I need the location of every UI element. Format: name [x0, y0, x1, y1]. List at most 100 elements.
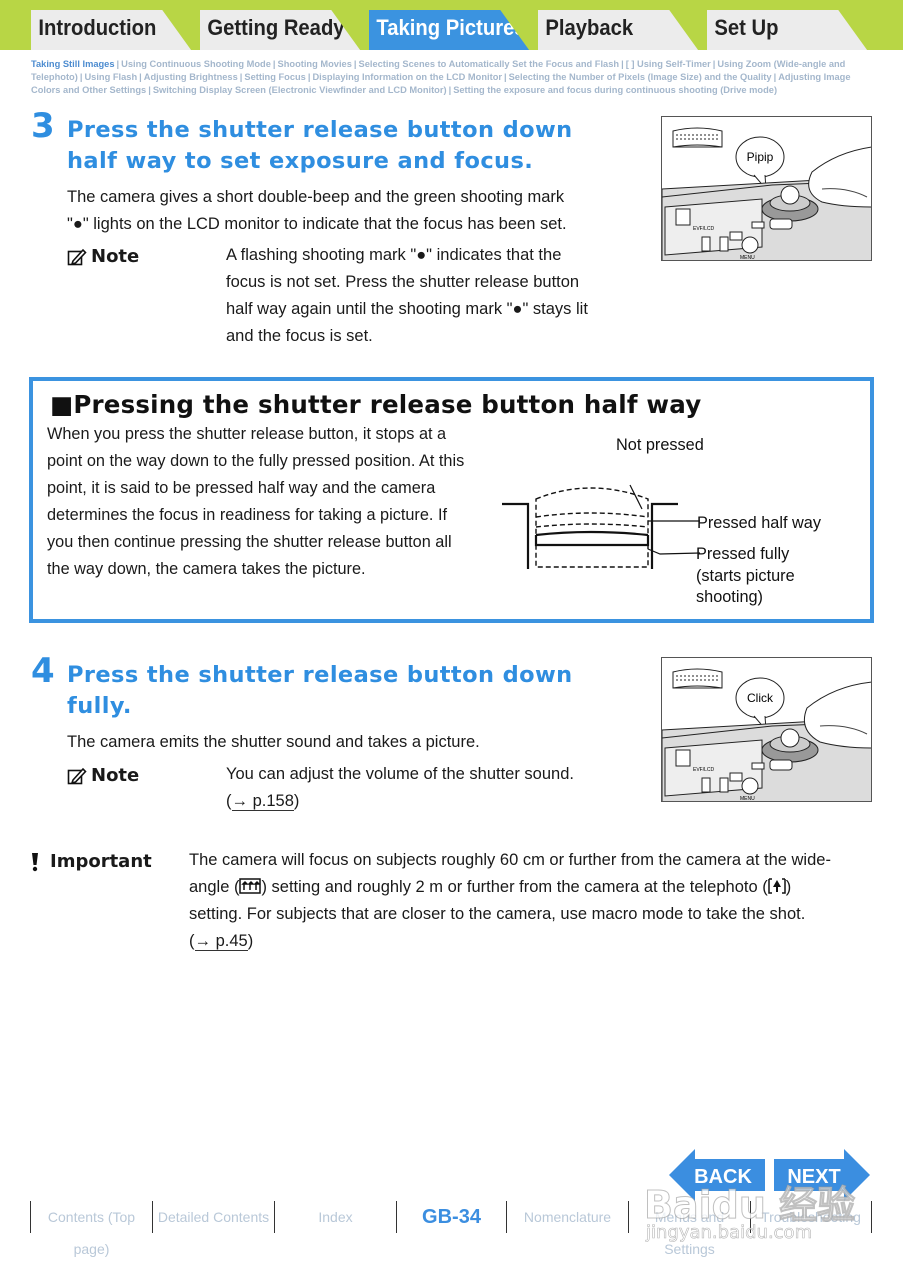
footer-link-contents[interactable]: Contents (Top page): [30, 1201, 152, 1257]
step-description: The camera gives a short double-beep and…: [67, 184, 567, 238]
paren: (: [189, 932, 195, 950]
footer-link-troubleshooting[interactable]: Troubleshooting: [750, 1201, 872, 1233]
breadcrumb: Taking Still Images|Using Continuous Sho…: [31, 59, 851, 95]
note-text: A flashing shooting mark "●" indicates t…: [226, 242, 588, 350]
step-title-line: half way to set exposure and focus.: [67, 148, 534, 174]
text-line: (→ p.45): [189, 928, 831, 955]
page-link-45[interactable]: → p.45: [194, 932, 248, 951]
evf-lcd-label: EVF/LCD: [693, 767, 715, 773]
page-number: GB-34: [396, 1201, 506, 1233]
text-line: half way again until the shooting mark "…: [226, 300, 588, 318]
breadcrumb-link[interactable]: Using Flash: [84, 72, 138, 82]
camera-half-press-drawing: Pipip EVF/LCD MENU: [662, 127, 871, 261]
step-number: 3: [31, 106, 55, 146]
breadcrumb-link[interactable]: Selecting the Number of Pixels (Image Si…: [508, 72, 772, 82]
breadcrumb-link[interactable]: Using Continuous Shooting Mode: [121, 59, 271, 69]
sound-bubble-text: Pipip: [747, 150, 774, 164]
breadcrumb-link[interactable]: Adjusting Brightness: [143, 72, 238, 82]
text-line: shooting): [696, 588, 763, 606]
tab-taking-pictures[interactable]: Taking Pictures: [369, 10, 530, 50]
breadcrumb-link[interactable]: Selecting Scenes to Automatically Set th…: [358, 59, 620, 69]
tab-playback[interactable]: Playback: [538, 10, 699, 50]
text-line: When you press the shutter release butto…: [47, 425, 447, 443]
info-box-title: ■Pressing the shutter release button hal…: [50, 390, 702, 419]
breadcrumb-link[interactable]: Adjusting Image Colors and Other Setting…: [31, 72, 851, 95]
note-label: Note: [67, 765, 139, 786]
footer-link-index[interactable]: Index: [274, 1201, 396, 1233]
text-line: (→ p.158): [226, 788, 574, 815]
step-title-line: fully.: [67, 693, 132, 719]
important-label: Important: [30, 851, 152, 872]
footer-link-nomenclature[interactable]: Nomenclature: [506, 1201, 628, 1233]
page-link-158[interactable]: → p.158: [231, 792, 294, 811]
note-label: Note: [67, 246, 139, 267]
label-pressed-fully: Pressed fully (starts picture shooting): [696, 544, 795, 609]
step-title-line: Press the shutter release button down: [67, 117, 573, 143]
camera-illustration: Pipip EVF/LCD MENU: [661, 116, 872, 261]
breadcrumb-link[interactable]: Using Zoom (Wide-angle and Telephoto): [31, 59, 846, 82]
breadcrumb-link[interactable]: Shooting Movies: [277, 59, 352, 69]
breadcrumb-link[interactable]: Taking Still Images: [31, 59, 115, 69]
paren: ): [247, 932, 254, 950]
text-line: and the focus is set.: [226, 327, 373, 345]
step-title: Press the shutter release button down fu…: [67, 660, 573, 722]
footer-nav: Contents (Top page) Detailed Contents In…: [30, 1201, 873, 1257]
back-button[interactable]: BACK: [667, 1147, 767, 1203]
footer-link-detailed-contents[interactable]: Detailed Contents: [152, 1201, 274, 1233]
info-box-text: When you press the shutter release butto…: [47, 421, 497, 583]
exclamation-icon: [32, 852, 38, 871]
important-label-text: Important: [50, 851, 152, 872]
text-line: "●" lights on the LCD monitor to indicat…: [67, 215, 567, 233]
text-line: you then continue pressing the shutter r…: [47, 533, 452, 551]
text-line: the way down, the camera takes the pictu…: [47, 560, 366, 578]
note-pencil-icon: [67, 767, 87, 784]
breadcrumb-link[interactable]: [ ] Using Self-Timer: [625, 59, 711, 69]
step-description: The camera emits the shutter sound and t…: [67, 733, 480, 751]
breadcrumb-link[interactable]: Setting Focus: [244, 72, 306, 82]
telephoto-icon: [767, 878, 786, 894]
text-line: point on the way down to the fully press…: [47, 452, 465, 470]
note-label-text: Note: [91, 246, 140, 267]
wide-angle-icon: [239, 878, 262, 894]
tab-introduction[interactable]: Introduction: [31, 10, 192, 50]
text-line: point, it is said to be pressed half way…: [47, 479, 436, 497]
step-number: 4: [31, 651, 55, 691]
sound-bubble-text: Click: [747, 691, 774, 705]
menu-label: MENU: [740, 796, 755, 802]
text-line: Pressed fully: [696, 545, 790, 563]
tab-set-up[interactable]: Set Up: [707, 10, 868, 50]
text-span: angle (: [189, 878, 240, 896]
paren: (: [226, 792, 232, 810]
text-line: setting. For subjects that are closer to…: [189, 905, 806, 923]
breadcrumb-link[interactable]: Displaying Information on the LCD Monito…: [312, 72, 502, 82]
menu-label: MENU: [740, 255, 755, 261]
text-line: (starts picture: [696, 566, 795, 585]
label-not-pressed: Not pressed: [616, 436, 704, 454]
text-line: The camera gives a short double-beep and…: [67, 188, 565, 206]
tab-getting-ready[interactable]: Getting Ready: [200, 10, 361, 50]
note-text: You can adjust the volume of the shutter…: [226, 761, 574, 815]
paren: ): [293, 792, 300, 810]
step-title: Press the shutter release button down ha…: [67, 115, 573, 177]
footer-link-menus-settings[interactable]: Menus and Settings: [628, 1201, 750, 1257]
back-button-label: BACK: [694, 1166, 752, 1188]
text-line: A flashing shooting mark "●" indicates t…: [226, 246, 562, 264]
text-span: ) setting and roughly 2 m or further fro…: [261, 878, 768, 896]
text-line: determines the focus in readiness for ta…: [47, 506, 448, 524]
shutter-button-diagram: [502, 484, 700, 569]
text-line: angle ( ) setting and roughly 2 m or furt…: [189, 874, 831, 901]
note-pencil-icon: [67, 248, 87, 265]
breadcrumb-link[interactable]: Switching Display Screen (Electronic Vie…: [152, 85, 447, 95]
top-tab-bar: Introduction Getting Ready Taking Pictur…: [0, 0, 903, 50]
camera-illustration: Click EVF/LCD MENU: [661, 657, 872, 802]
camera-full-press-drawing: Click EVF/LCD MENU: [662, 668, 871, 802]
important-text: The camera will focus on subjects roughl…: [189, 847, 831, 955]
text-line: The camera will focus on subjects roughl…: [189, 851, 831, 869]
breadcrumb-link[interactable]: Setting the exposure and focus during co…: [453, 85, 778, 95]
text-line: focus is not set. Press the shutter rele…: [226, 273, 580, 291]
evf-lcd-label: EVF/LCD: [693, 226, 715, 232]
next-button[interactable]: NEXT: [772, 1147, 872, 1203]
info-box-half-press: ■Pressing the shutter release button hal…: [29, 377, 874, 623]
label-pressed-half-way: Pressed half way: [697, 514, 821, 532]
next-button-label: NEXT: [787, 1166, 840, 1188]
